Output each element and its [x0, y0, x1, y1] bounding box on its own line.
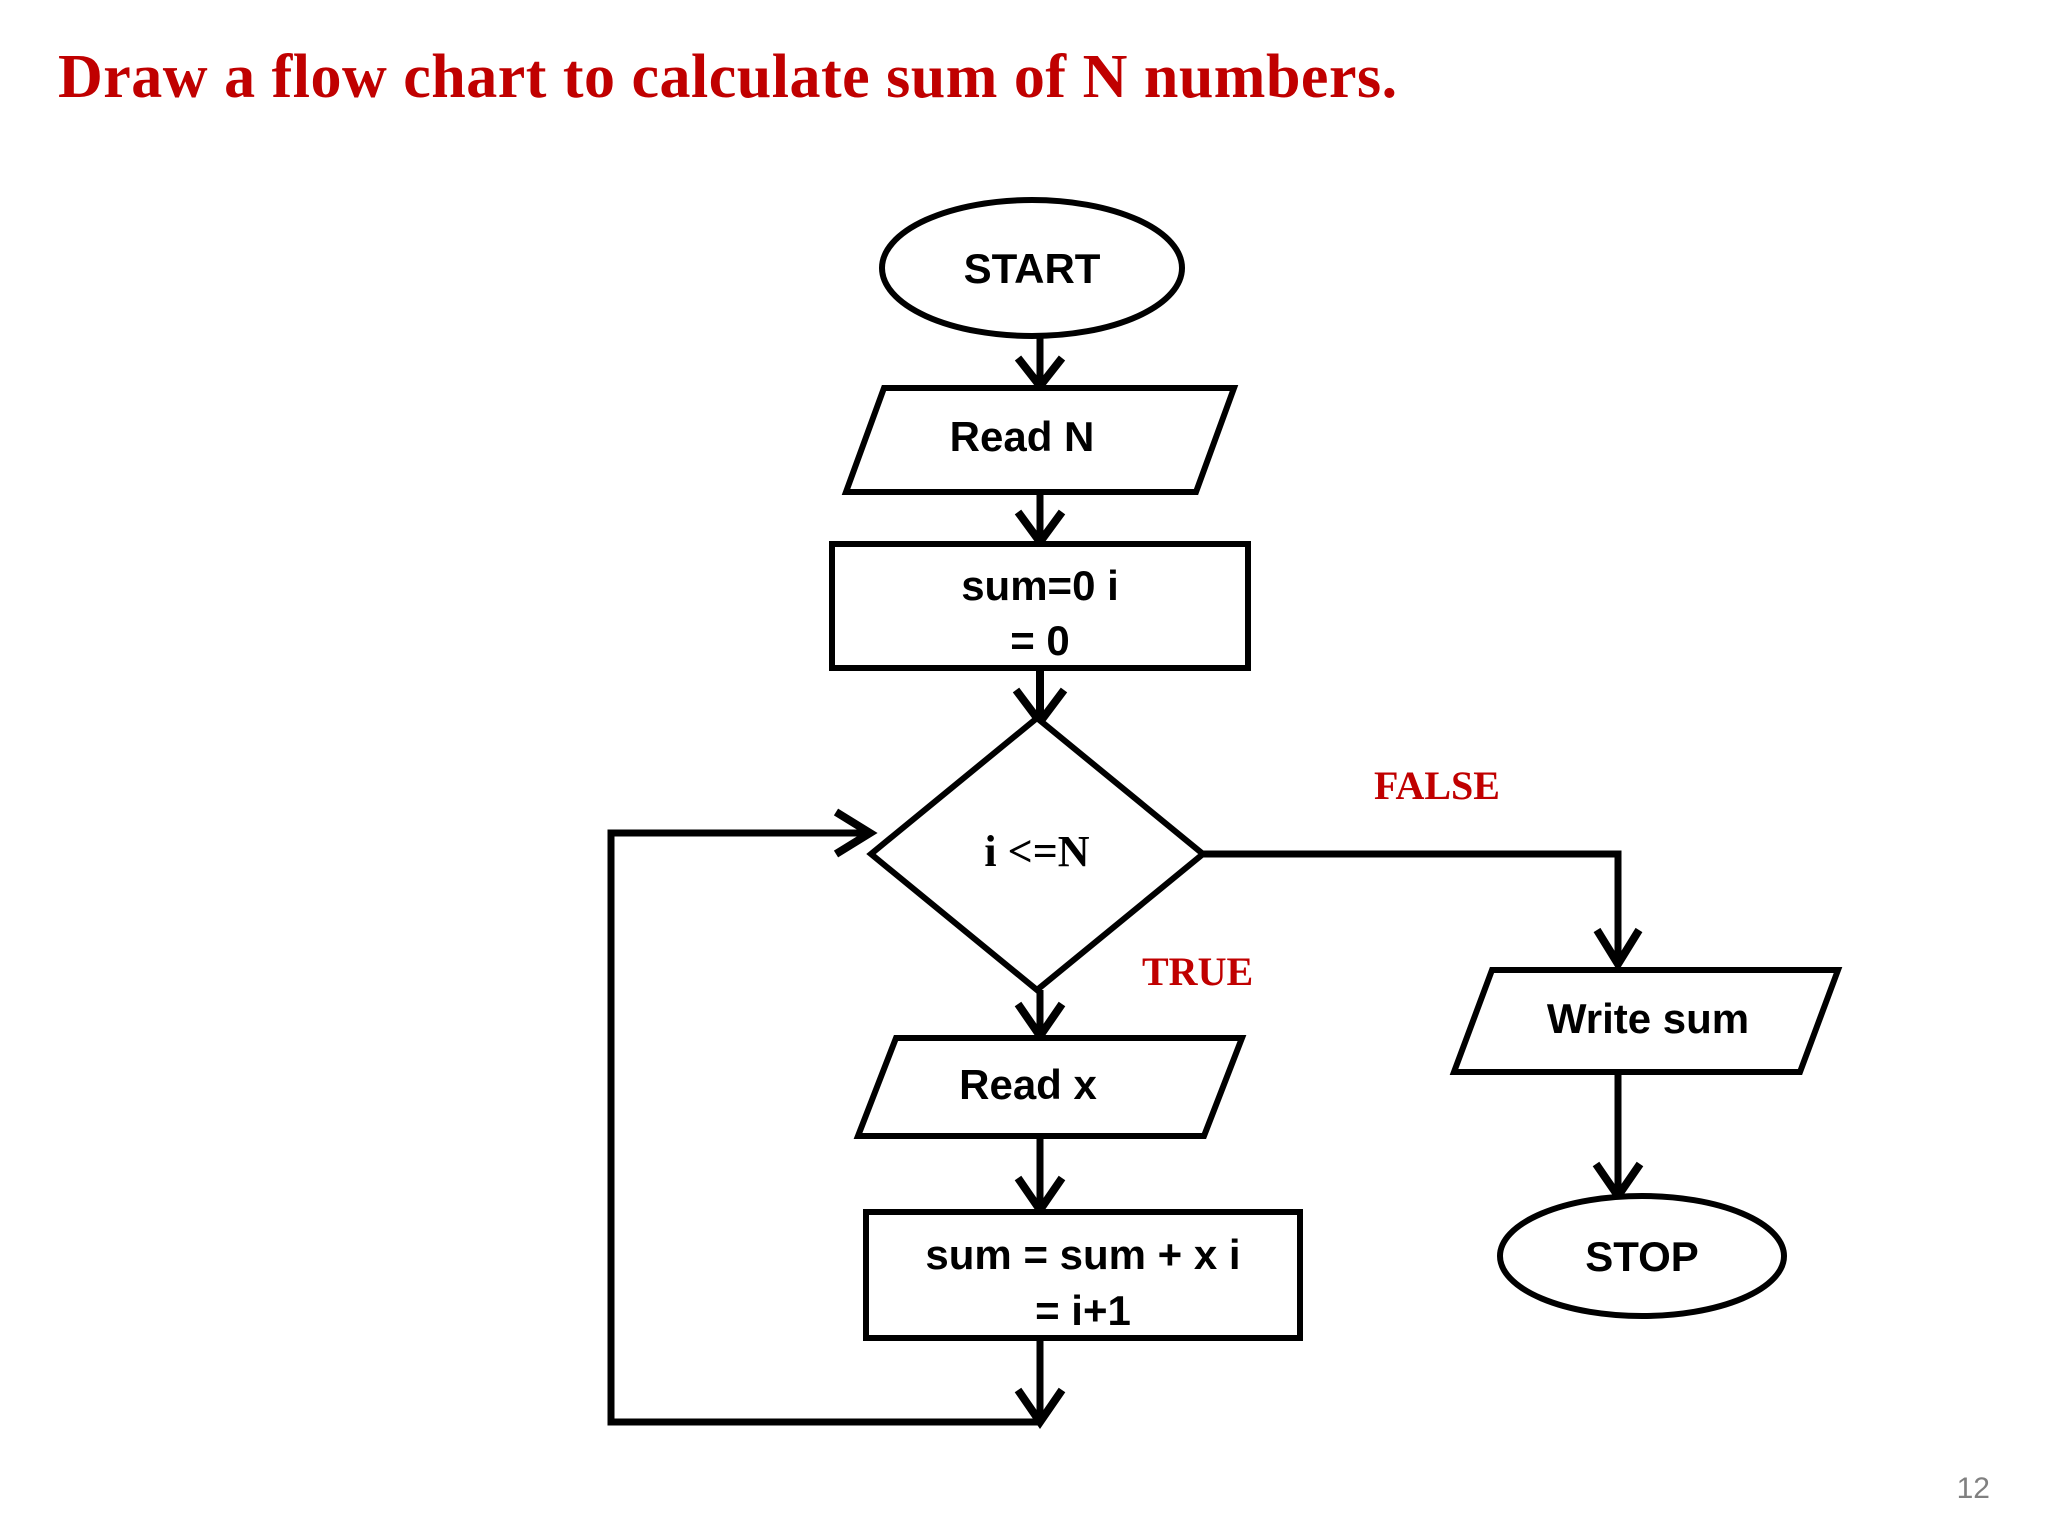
node-write-sum: Write sum [1449, 967, 1843, 1075]
edge-start-to-read-n [1014, 336, 1066, 393]
edge-write-to-stop [1592, 1072, 1644, 1204]
arrow-head-icon-right [833, 808, 878, 858]
accum-label-line2: = i+1 [1035, 1287, 1131, 1334]
edge-init-to-decision [1012, 668, 1068, 729]
read-n-label: Read N [950, 413, 1095, 460]
init-label-line1: sum=0 i [961, 562, 1119, 609]
page-title: Draw a flow chart to calculate sum of N … [58, 43, 1398, 111]
node-start: START [879, 197, 1185, 339]
start-label: START [964, 245, 1101, 292]
read-n-io-shape [841, 385, 1239, 495]
node-stop: STOP [1497, 1193, 1787, 1319]
read-x-io-shape [853, 1035, 1247, 1139]
edge-read-n-to-init [1014, 492, 1066, 549]
node-decision: i <=N [866, 714, 1208, 994]
edge-read-x-to-accum [1014, 1136, 1066, 1218]
arrow-head-icon [1593, 927, 1643, 972]
start-terminator-shape [879, 197, 1185, 339]
node-read-x: Read x [853, 1035, 1247, 1139]
edge-line-loop [607, 829, 1040, 1426]
accum-label-line1: sum = sum + x i [925, 1231, 1240, 1278]
write-sum-io-shape [1449, 967, 1843, 1075]
page-number: 12 [1956, 1472, 1990, 1505]
write-sum-label: Write sum [1547, 995, 1749, 1042]
edge-loop-back-to-decision [607, 808, 1066, 1430]
node-read-n: Read N [841, 385, 1239, 495]
init-process-shape [829, 541, 1251, 671]
edge-line [1203, 850, 1622, 958]
branch-label-false: FALSE [1374, 763, 1500, 808]
stop-terminator-shape [1497, 1193, 1787, 1319]
stop-label: STOP [1585, 1233, 1699, 1280]
decision-label: i <=N [984, 827, 1089, 876]
node-accum: sum = sum + x i = i+1 [863, 1209, 1303, 1341]
read-x-label: Read x [959, 1061, 1097, 1108]
branch-label-true: TRUE [1142, 949, 1253, 994]
accum-process-shape [863, 1209, 1303, 1341]
init-label-line2: = 0 [1010, 617, 1070, 664]
edge-decision-false: FALSE [1203, 763, 1643, 972]
node-init: sum=0 i = 0 [829, 541, 1251, 671]
